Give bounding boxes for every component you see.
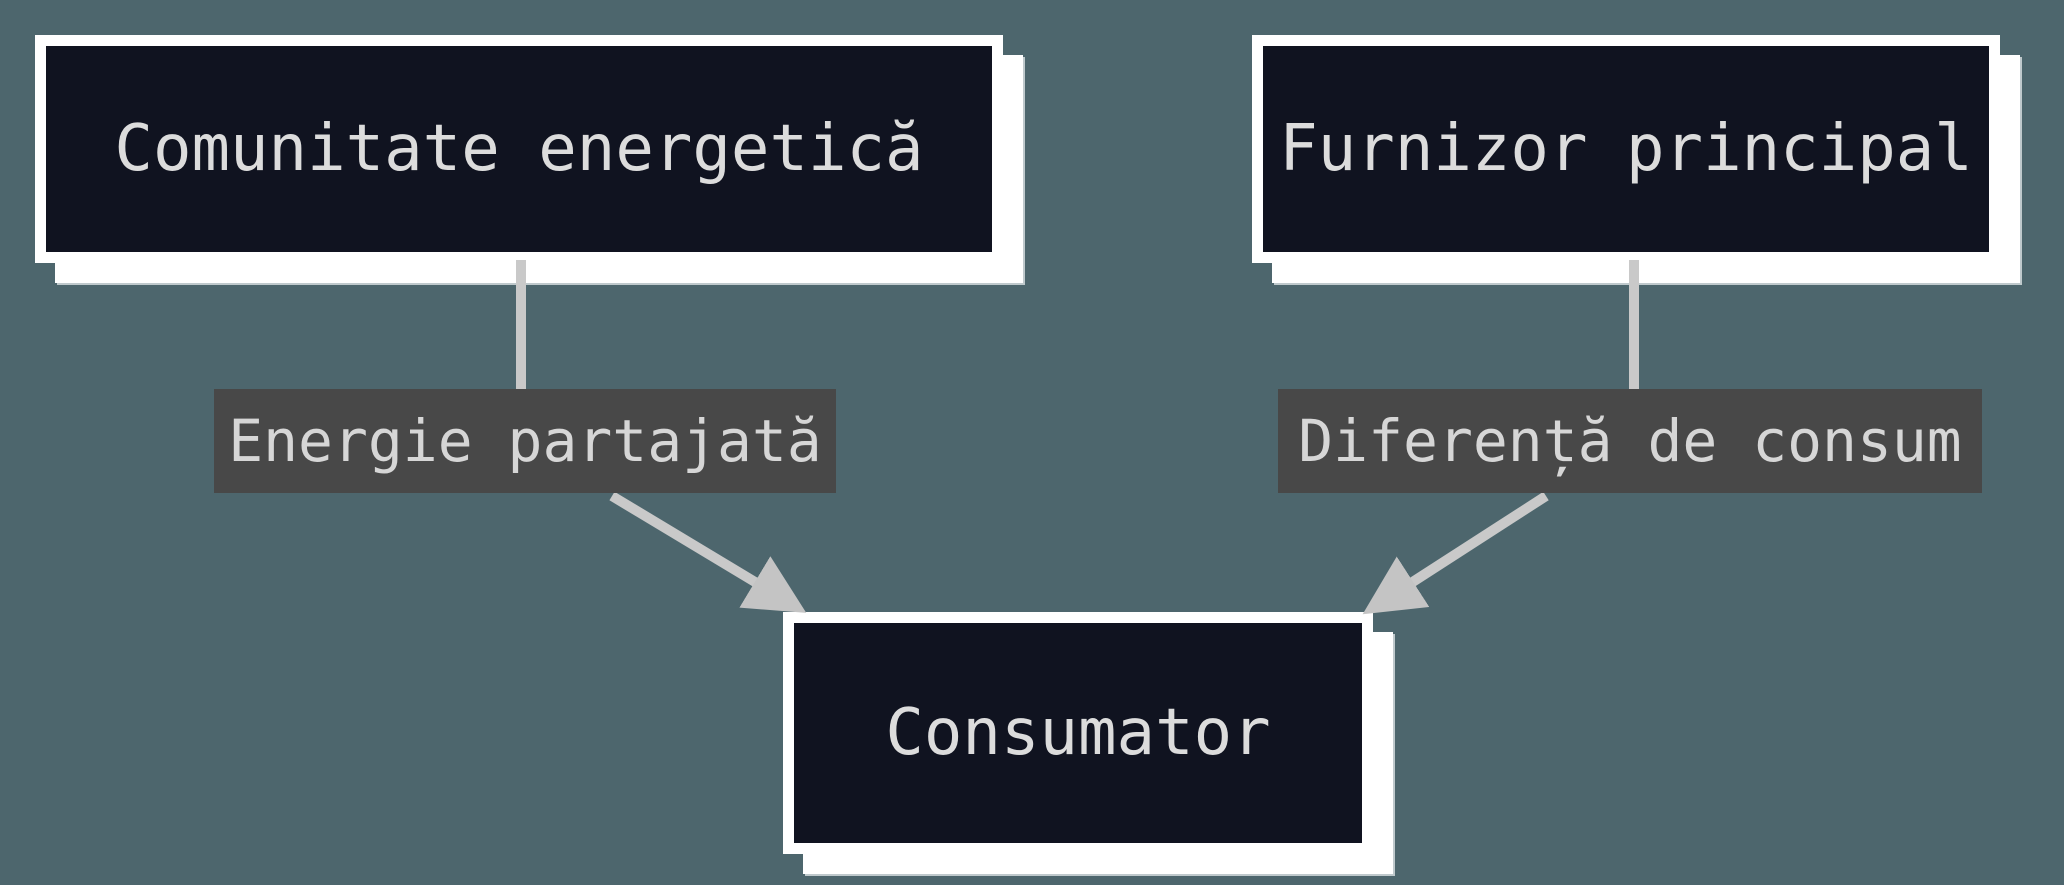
edge-label-1-text: Energie partajată [228, 407, 822, 475]
node-comunitate-label: Comunitate energetică [114, 112, 924, 186]
edge-comunitate-consumator-arrow [609, 491, 807, 613]
edge-label-diferenta-de-consum: Diferență de consum [1278, 389, 1982, 493]
node-furnizor-principal: Furnizor principal [1252, 35, 2000, 263]
node-consumator-label: Consumator [885, 696, 1271, 770]
node-furnizor-label: Furnizor principal [1279, 112, 1973, 186]
node-consumator: Consumator [783, 612, 1373, 854]
edge-furnizor-consumator-arrow [1362, 491, 1549, 615]
edge-label-2-text: Diferență de consum [1298, 407, 1962, 475]
edge-label-energie-partajata: Energie partajată [214, 389, 836, 493]
node-comunitate-energetica: Comunitate energetică [35, 35, 1003, 263]
